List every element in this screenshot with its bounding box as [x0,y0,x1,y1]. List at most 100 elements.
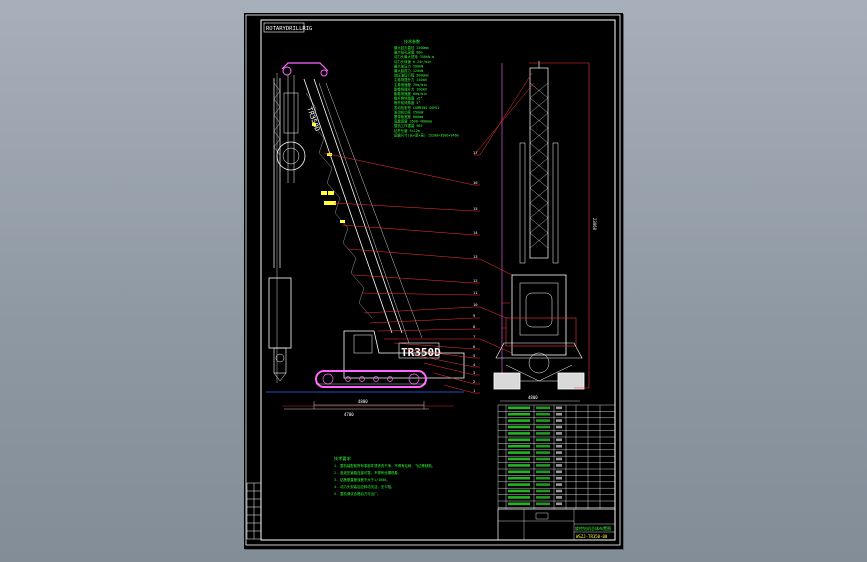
parts-cell-code [508,489,530,493]
parts-cell-code [508,457,530,461]
tech-param-line: 动力头转速 6-24r/min [394,59,431,64]
tech-param-line: 运输尺寸(长×宽×高) 15200×3500×3460 [394,132,459,137]
leader-number: 12 [473,278,478,283]
tech-param-line: 最大加压力 200kN [394,63,423,68]
parts-cell-code [508,438,530,442]
parts-cell-code [508,476,530,480]
leader-line [341,224,475,236]
leader-number: 1 [473,388,476,393]
parts-cell-qty [556,464,562,467]
note-line: 1. 整机装配前所有零部件须清洗干净，不得有毛刺、飞边等缺陷。 [334,463,435,468]
parts-cell-name [536,464,550,467]
leader-line [323,152,475,186]
parts-cell-name [536,425,550,429]
leader-line [353,274,475,284]
boom-brand-text: TR350D [305,106,321,133]
parts-cell-name [536,502,550,506]
parts-cell-name [536,412,550,416]
parts-cell-qty [556,489,562,493]
leader-line-front [479,72,533,156]
leader-number: 14 [473,230,478,235]
parts-cell-qty [556,406,562,410]
tech-param-line: 最大起拔力 220kN [394,68,423,73]
parts-cell-qty [556,502,562,506]
parts-cell-name [536,496,550,499]
tech-param-line: 发动机功率 250kW [394,109,424,114]
inner-frame [260,19,616,541]
parts-cell-name [536,406,550,410]
title-drawing-no: WSZJ-TR350-00 [576,534,608,539]
parts-cell-name [536,489,550,493]
tech-param-line: 底盘宽度 3500-4800mm [394,119,432,124]
parts-list-table [497,404,616,510]
parts-cell-code [508,406,530,410]
parts-cell-qty [556,432,562,435]
parts-cell-qty [556,457,562,461]
tech-param-line: 桅杆侧倾角度 ±5° [394,96,423,101]
title-name: 旋挖钻机总体布置图 [575,525,611,531]
note-line: 4. 动力头安装后应转动灵活，无卡阻。 [334,484,394,489]
side-view: TR350D TR350D [266,62,465,417]
front-dim-width: 4800 [528,395,538,400]
leader-line [443,384,475,394]
leader-number: 2 [473,379,475,384]
leader-line [433,372,475,385]
machine-label: TR350D [401,346,441,359]
notes-list: 1. 整机装配前所有零部件须清洗干净，不得有毛刺、飞边等缺陷。2. 各液压管路连… [334,463,435,496]
tech-param-line: 副卷扬提升力 100kN [394,86,427,91]
parts-cell-code [508,502,530,506]
leader-number: 10 [473,302,478,307]
cad-drawing-canvas: ROTARYDRILLRIG 技术参数 最大钻孔直径 2500mm最大钻孔深度 … [245,14,621,546]
parts-cell-name [536,476,550,480]
leader-number: 4 [473,362,476,367]
leader-line [377,328,475,332]
leader-line [413,354,475,368]
notes-title: 技术要求 [334,455,352,462]
parts-cell-code [508,464,530,467]
parts-cell-qty [556,412,562,416]
leader-line [347,248,475,260]
tech-param-line: 整机工作重量 90t [394,123,423,128]
parts-cell-code [508,432,530,435]
frame-tag-text: ROTARYDRILLRIG [266,26,312,32]
parts-cell-code [508,483,530,486]
parts-cell-name [536,419,550,422]
side-dim-track: 4700 [344,412,354,417]
leader-line-front [479,338,513,354]
front-dim-height: 23060 [592,218,597,231]
tech-param-line: 桅杆前倾角度 5° [394,100,420,105]
tech-param-line: 最大钻孔深度 80m [394,50,423,55]
parts-cell-qty [556,483,562,486]
parts-cell-code [508,451,530,454]
parts-cell-qty [556,470,562,474]
tech-param-line: 钻杆长度 5×12m [394,128,420,133]
leader-number: 6 [473,344,476,349]
leader-number: 17 [473,150,478,155]
tech-param-line: 主卷扬速度 70m/min [394,82,427,87]
leader-line [361,292,475,296]
leader-line [393,342,475,350]
note-line: 5. 整机调试合格后方可出厂。 [334,491,381,496]
parts-cell-qty [556,425,562,429]
leader-number: 3 [473,370,475,375]
parts-cell-code [508,470,530,474]
tech-param-line: 主卷扬提升力 240kN [394,77,427,82]
leader-line [369,317,475,324]
tech-params-title: 技术参数 [404,38,420,44]
tech-param-line: 最大钻孔直径 2500mm [394,45,429,50]
binding-margin-block [246,482,262,540]
leader-line [363,306,475,314]
parts-cell-code [508,444,530,448]
technical-notes: 技术要求 1. 整机装配前所有零部件须清洗干净，不得有毛刺、飞边等缺陷。2. 各… [334,455,435,496]
parts-cell-name [536,451,550,454]
leader-number: 9 [473,313,476,318]
leader-line-front [479,258,513,276]
parts-cell-name [536,483,550,486]
parts-cell-name [536,432,550,435]
parts-cell-qty [556,476,562,480]
title-block: 旋挖钻机总体布置图 WSZJ-TR350-00 [497,508,616,541]
